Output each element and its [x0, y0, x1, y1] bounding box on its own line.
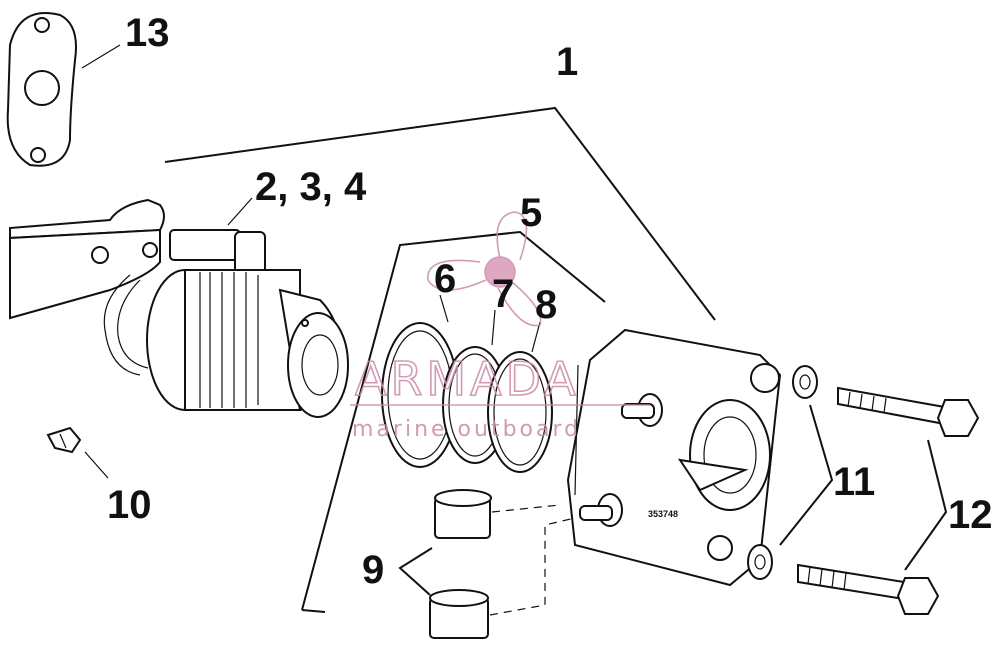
bracket-5	[301, 230, 606, 611]
valve-housing	[566, 328, 782, 587]
leader-13	[81, 44, 121, 69]
part-stamp: 353748	[648, 509, 678, 519]
watermark-tagline: marine outboard	[352, 417, 581, 442]
sleeve-9-lower	[429, 517, 576, 639]
callout-13: 13	[125, 11, 170, 55]
leader-10	[84, 451, 109, 479]
callout-7: 7	[492, 272, 514, 316]
watermark-brand: ARMADA	[355, 352, 580, 406]
leader-9	[398, 547, 433, 596]
leader-6	[439, 294, 449, 323]
leader-8	[531, 321, 541, 353]
callout-10: 10	[107, 483, 152, 527]
sleeve-9-upper	[434, 489, 561, 539]
o-ring-8	[487, 351, 553, 473]
leader-7	[491, 309, 496, 346]
callout-5: 5	[520, 191, 542, 235]
leader-2-3-4	[227, 197, 253, 226]
callout-8: 8	[535, 283, 557, 327]
callout-1: 1	[556, 40, 578, 84]
clip-10	[46, 426, 82, 454]
leader-11	[779, 404, 834, 546]
bracket-1	[164, 106, 716, 321]
wiring-harness-2-3-4	[9, 198, 266, 376]
propeller-logo-icon	[427, 211, 542, 327]
bolt-12-upper	[837, 386, 980, 437]
callout-9: 9	[362, 548, 384, 592]
callout-12: 12	[948, 493, 993, 537]
bracket-5-foot	[301, 609, 326, 613]
armada-watermark: ARMADA marine outboard	[350, 211, 650, 442]
trim-cylinder-assembly	[146, 269, 349, 418]
gasket-plate-13	[6, 12, 77, 167]
bolt-12-lower	[797, 563, 940, 615]
leader-12	[904, 439, 948, 571]
callout-2-3-4: 2, 3, 4	[255, 165, 367, 209]
washer-11-upper	[792, 365, 818, 399]
callout-6: 6	[434, 257, 456, 301]
washer-11-lower	[747, 544, 773, 580]
callout-11: 11	[833, 460, 875, 504]
